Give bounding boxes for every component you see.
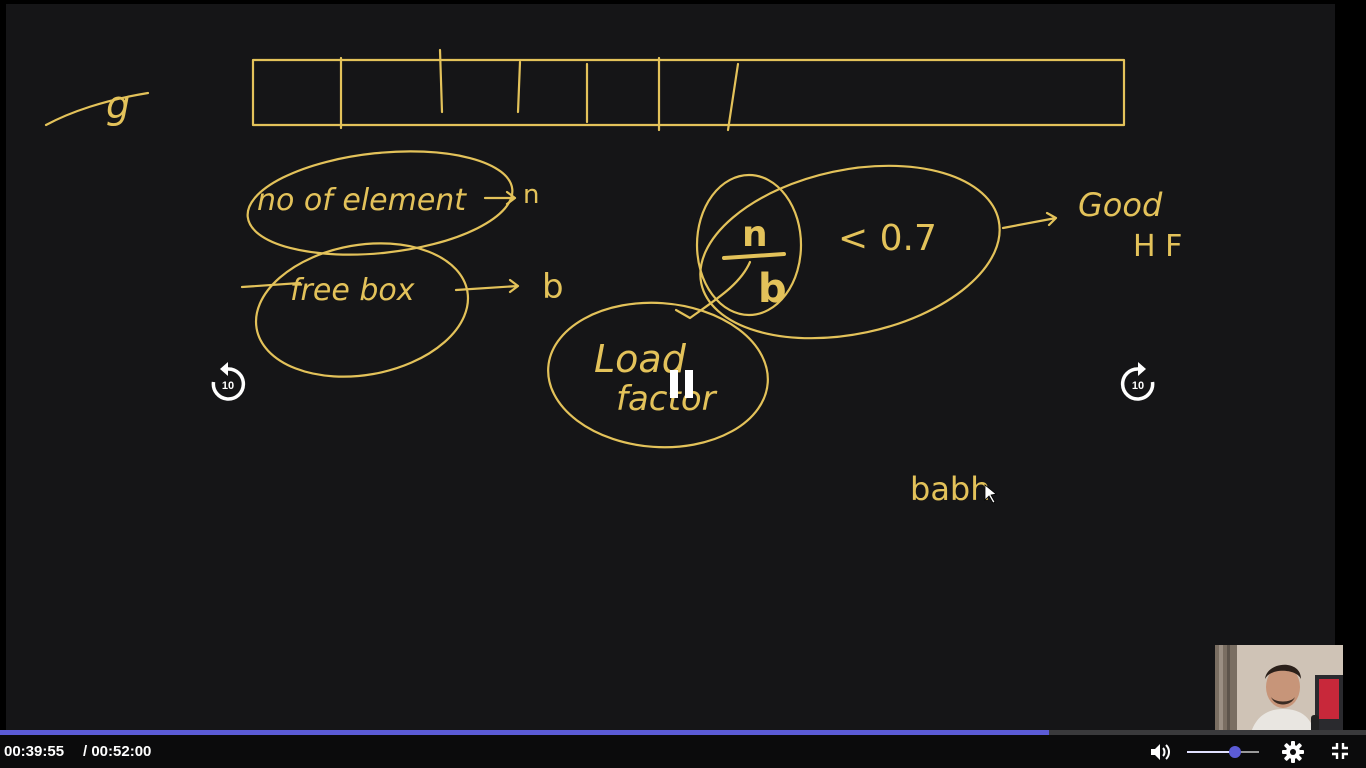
mouse-cursor-icon xyxy=(984,484,997,504)
presenter-video xyxy=(1215,645,1343,741)
volume-button[interactable] xyxy=(1150,742,1172,762)
webcam-overlay xyxy=(1215,645,1343,741)
n-text: n xyxy=(523,180,539,210)
forward-10-button[interactable]: 10 xyxy=(1118,362,1158,404)
array-box xyxy=(251,58,1126,127)
less-than-text: < 0.7 xyxy=(838,218,937,259)
settings-button[interactable] xyxy=(1282,741,1304,763)
fraction-b-text: b xyxy=(758,266,787,312)
n-arrow xyxy=(483,190,517,206)
forward-10-icon: 10 xyxy=(1120,362,1155,401)
volume-handle[interactable] xyxy=(1228,746,1241,758)
load-factor-link xyxy=(674,260,752,320)
fraction-n-text: n xyxy=(742,214,768,255)
total-time: / 00:52:00 xyxy=(83,743,152,760)
forward-seconds: 10 xyxy=(1132,380,1144,392)
volume-slider[interactable] xyxy=(1187,746,1259,758)
current-time: 00:39:55 xyxy=(4,743,65,760)
rewind-10-icon: 10 xyxy=(211,362,246,401)
no-of-element-text: no of element xyxy=(257,183,467,218)
factor-text: factor xyxy=(616,379,718,419)
array-divider xyxy=(516,60,522,114)
volume-level xyxy=(1187,751,1235,753)
volume-icon xyxy=(1151,744,1170,760)
progress-fill xyxy=(0,730,1049,735)
free-box-ellipse xyxy=(254,242,470,378)
control-bar: 00:39:55 / 00:52:00 xyxy=(0,735,1366,768)
babh-text: babh xyxy=(910,470,991,508)
ratio-ellipse xyxy=(699,164,1001,340)
free-box-text: free box xyxy=(290,273,415,308)
rewind-seconds: 10 xyxy=(222,380,234,392)
fraction-ellipse xyxy=(695,173,803,317)
element-count-ellipse xyxy=(246,150,514,256)
load-factor-ellipse xyxy=(547,301,769,449)
rewind-10-button[interactable]: 10 xyxy=(208,362,248,404)
gear-icon xyxy=(1282,741,1304,763)
exit-fullscreen-button[interactable] xyxy=(1331,742,1349,760)
b-text: b xyxy=(542,267,564,307)
fraction-bar xyxy=(722,252,786,260)
exit-fullscreen-icon xyxy=(1332,743,1348,759)
good-text: Good xyxy=(1078,186,1163,224)
array-divider xyxy=(438,48,444,114)
g-letter: g xyxy=(106,83,130,127)
b-arrow xyxy=(454,278,520,294)
hf-text: H F xyxy=(1133,229,1182,264)
good-arrow xyxy=(1001,211,1058,230)
progress-bar[interactable] xyxy=(0,730,1366,735)
array-divider xyxy=(726,62,740,132)
pause-icon xyxy=(670,370,693,398)
pause-button[interactable] xyxy=(668,368,696,400)
whiteboard-drawing: g no of element n free box b n b < 0.7 G… xyxy=(44,48,1182,508)
g-arrow xyxy=(44,91,150,127)
